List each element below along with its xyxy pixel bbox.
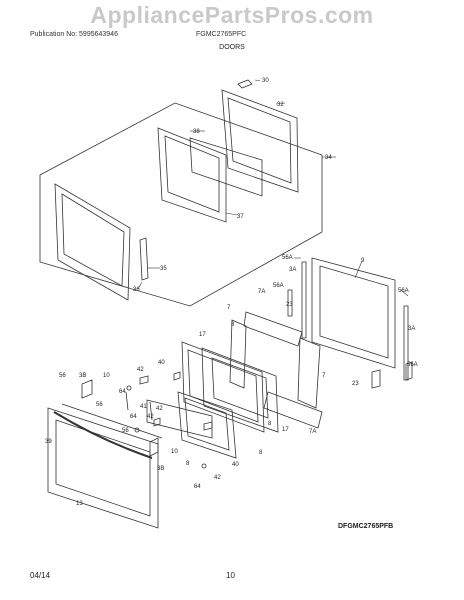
- part-38-glass: [189, 137, 263, 197]
- part-3b-bracket-lower: [149, 437, 159, 457]
- callout-17-1: 17: [199, 332, 206, 338]
- callout-32: 32: [277, 102, 284, 108]
- glass-pane: [146, 399, 213, 439]
- footer-date: 04/14: [30, 571, 51, 580]
- part-7-insulation: [243, 311, 303, 347]
- part-42-clip: [139, 375, 149, 385]
- callout-8-1: 8: [231, 322, 235, 328]
- part-8-frame: [201, 347, 279, 433]
- callout-8-4: 8: [268, 421, 272, 427]
- part-32-frame: [221, 89, 299, 193]
- callout-7-1: 7: [227, 305, 231, 311]
- diagram-code: DFGMC2765PFB: [338, 523, 394, 530]
- part-35-hinge: [139, 237, 149, 281]
- callout-42-4: 42: [214, 475, 221, 481]
- callout-56-2: 56: [96, 402, 103, 408]
- part-17-frame: [181, 341, 265, 433]
- part-9-liner: [311, 257, 396, 369]
- callout-64-1: 64: [119, 389, 126, 395]
- callout-56a-3: 56A: [398, 288, 409, 294]
- callout-41: 41: [140, 404, 147, 410]
- callout-13: 13: [76, 501, 83, 507]
- lower-door-front: [47, 407, 159, 529]
- callout-64-3: 64: [194, 484, 201, 490]
- callout-23-1: 23: [286, 302, 293, 308]
- callout-10-1: 10: [103, 373, 110, 379]
- callout-8-2: 8: [186, 461, 190, 467]
- part-41-pin-2: [125, 391, 129, 411]
- callout-56a-4: 56A: [407, 362, 418, 368]
- callout-64-2: 64: [130, 414, 137, 420]
- part-3a-rail-right: [403, 305, 409, 381]
- callout-56a-2: 56A: [273, 283, 284, 289]
- part-3b-bracket: [81, 379, 93, 399]
- part-3a-rail-left: [301, 261, 307, 339]
- part-40-panel: [177, 391, 237, 459]
- callout-56-3: 56: [122, 428, 129, 434]
- page-number: 10: [226, 571, 235, 580]
- part-30-clip: [237, 79, 253, 89]
- part-39-handle: [53, 411, 153, 459]
- part-7a-insulation: [297, 337, 321, 409]
- callout-10-2: 10: [171, 449, 178, 455]
- callout-42-2: 42: [147, 414, 154, 420]
- callout-40-2: 40: [232, 462, 239, 468]
- part-41-pin: [149, 401, 153, 421]
- callout-7a-1: 7A: [258, 289, 265, 295]
- callout-40-1: 40: [158, 360, 165, 366]
- callout-17-2: 17: [282, 427, 289, 433]
- callout-56-1: 56: [59, 373, 66, 379]
- callout-9: 9: [361, 258, 365, 264]
- callout-39: 39: [45, 439, 52, 445]
- callout-3b-1: 3B: [79, 373, 86, 379]
- callout-42-1: 42: [137, 367, 144, 373]
- callout-3a-2: 3A: [408, 326, 415, 332]
- watermark-text: AppliancePartsPros.com: [90, 2, 374, 28]
- callout-35: 35: [160, 266, 167, 272]
- callout-23-2: 23: [352, 381, 359, 387]
- part-64-screw: [126, 385, 132, 391]
- upper-door-front: [54, 183, 131, 301]
- callout-37: 37: [237, 214, 244, 220]
- upper-panel-enclosure: [39, 102, 323, 307]
- callout-56a-1: 56A: [282, 255, 293, 261]
- callout-7-2: 7: [322, 373, 326, 379]
- callout-7a-2: 7A: [309, 429, 316, 435]
- model-number: FGMC2765PFC: [196, 31, 247, 38]
- callout-8-3: 8: [259, 450, 263, 456]
- callout-38: 38: [193, 129, 200, 135]
- callout-34: 34: [325, 155, 332, 161]
- callout-36: 36: [133, 287, 140, 293]
- callout-30: 30: [262, 78, 269, 84]
- part-37-frame: [157, 127, 227, 223]
- section-title: DOORS: [219, 44, 245, 51]
- callout-42-3: 42: [156, 406, 163, 412]
- callout-3b-2: 3B: [157, 466, 164, 472]
- callout-3a-1: 3A: [289, 267, 296, 273]
- publication-number: Publication No: 5995643946: [30, 31, 118, 38]
